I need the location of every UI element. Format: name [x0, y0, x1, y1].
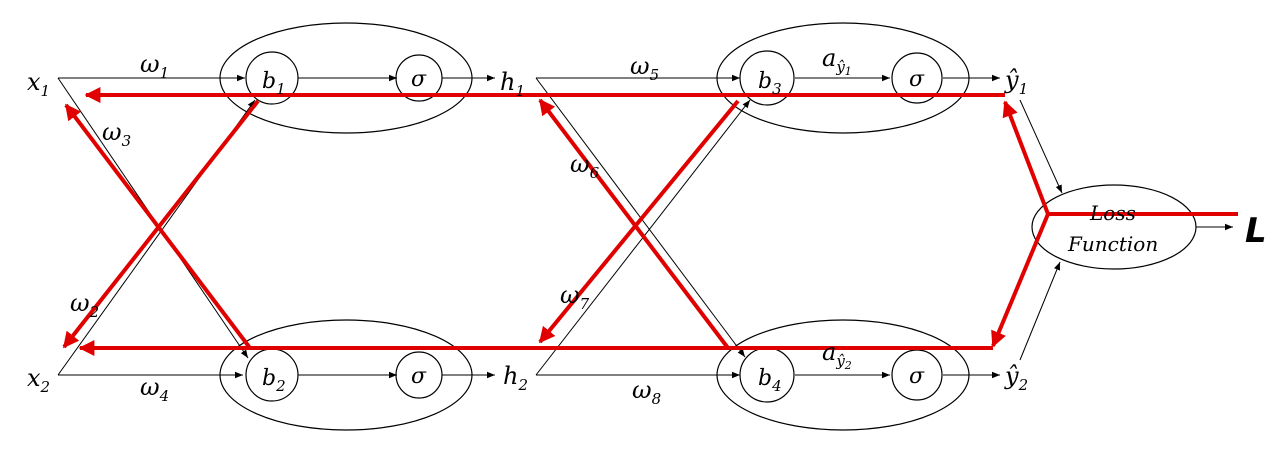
sigma1-circle [395, 54, 443, 102]
loss-function-oval [1031, 184, 1197, 270]
L-output-label: L [1245, 211, 1267, 251]
w7-label: ω7 [560, 281, 590, 313]
backprop-loss-y1 [1002, 100, 1238, 216]
w4-label: ω4 [140, 373, 169, 405]
neuron-3-oval [716, 22, 970, 134]
b3-label: b3 [758, 69, 782, 98]
edge-y1-loss [1019, 99, 1063, 194]
sigma1-label: σ [411, 67, 427, 92]
edge-y2-loss [1019, 261, 1061, 361]
forward-connections [57, 74, 1233, 379]
neuron-4-oval [716, 319, 970, 431]
w8-label: ω8 [632, 376, 661, 408]
a-y2-label: aŷ2 [822, 338, 852, 372]
backprop-b4-h1 [538, 98, 730, 350]
h1-label: h1 [500, 68, 525, 100]
b3-circle [739, 50, 795, 106]
x2-label: x2 [27, 364, 50, 396]
w6-label: ω6 [570, 150, 600, 182]
neuron-1-oval [219, 22, 473, 134]
b4-label: b4 [758, 366, 782, 395]
w2-label: ω2 [70, 289, 99, 321]
w3-label: ω3 [102, 118, 131, 150]
b1-circle [245, 51, 299, 105]
backprop-b2-x1 [64, 103, 252, 350]
b2-label: b2 [262, 366, 286, 395]
neurons [219, 22, 1197, 431]
sigma3-circle [891, 52, 943, 104]
y2-label: ŷ2 [1004, 362, 1028, 394]
b1-label: b1 [262, 69, 286, 98]
neuron-2-oval [219, 319, 473, 431]
backprop-loss-y2 [991, 213, 1050, 348]
a-y1-label: aŷ1 [822, 44, 852, 78]
sigma2-label: σ [411, 364, 427, 389]
sigma4-label: σ [909, 364, 925, 389]
sigma2-circle [395, 351, 443, 399]
backprop-b3-h2 [538, 99, 740, 344]
labels: x1 x2 ω1 ω3 ω2 ω4 b1 b2 σ σ h1 h2 ω5 ω6 … [27, 44, 1267, 408]
loss-line1-label: Loss [1089, 201, 1136, 225]
sigma3-label: σ [909, 67, 925, 92]
loss-line2-label: Function [1067, 232, 1158, 256]
backprop-paths [62, 87, 1238, 356]
h2-label: h2 [503, 362, 528, 394]
x1-label: x1 [27, 68, 50, 100]
w1-label: ω1 [140, 50, 169, 82]
w5-label: ω5 [630, 52, 659, 84]
y1-label: ŷ1 [1004, 66, 1028, 98]
backprop-b1-x2 [62, 99, 260, 349]
